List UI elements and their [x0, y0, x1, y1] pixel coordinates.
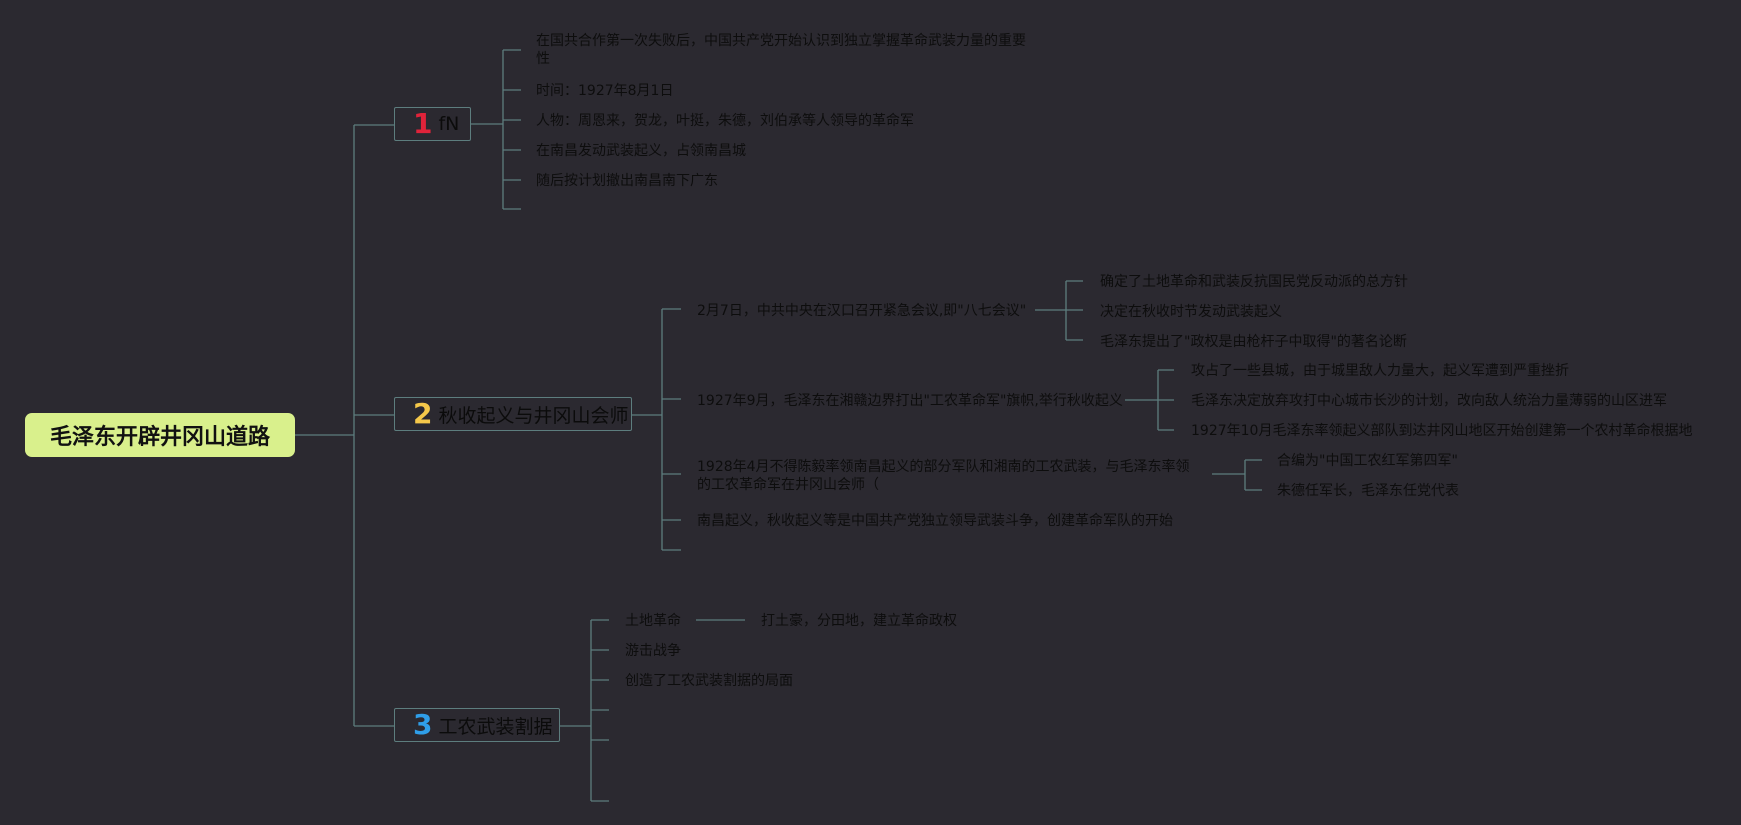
connector-b2-3 — [1212, 460, 1246, 490]
list-item[interactable]: 人物：周恩来，贺龙，叶挺，朱德，刘伯承等人领导的革命军 — [536, 113, 914, 129]
list-item[interactable]: 攻占了一些县城，由于城里敌人力量大，起义军遭到严重挫折 — [1191, 363, 1569, 379]
list-item[interactable]: 1927年10月毛泽东率领起义部队到达井冈山地区开始创建第一个农村革命根据地 — [1191, 423, 1693, 439]
branch-node-3[interactable]: 3 工农武装割据 — [394, 708, 560, 742]
list-item[interactable]: 决定在秋收时节发动武装起义 — [1100, 304, 1282, 320]
list-item[interactable]: 土地革命 — [625, 613, 681, 629]
connector-b1-ticks — [503, 49, 521, 210]
root-node[interactable]: 毛泽东开辟井冈山道路 — [25, 413, 295, 457]
list-item[interactable]: 毛泽东提出了"政权是由枪杆子中取得"的著名论断 — [1100, 334, 1407, 350]
list-item[interactable]: 在南昌发动武装起义，占领南昌城 — [536, 143, 746, 159]
connector-b2-1-ticks — [1066, 280, 1083, 341]
connector-b2 — [632, 309, 663, 550]
list-item[interactable]: 确定了土地革命和武装反抗国民党反动派的总方针 — [1100, 274, 1408, 290]
branch-number-1: 1 — [413, 107, 433, 140]
branch-node-2[interactable]: 2 秋收起义与井冈山会师 — [394, 397, 632, 431]
list-item[interactable]: 游击战争 — [625, 643, 681, 659]
branch-number-3: 3 — [413, 708, 433, 741]
branch-label-1: fN — [438, 113, 460, 135]
branch-number-2: 2 — [413, 397, 433, 430]
connector-b1 — [470, 50, 504, 209]
list-item[interactable]: 创造了工农武装割据的局面 — [625, 673, 793, 689]
root-label: 毛泽东开辟井冈山道路 — [49, 425, 270, 450]
list-item[interactable]: 2月7日，中共中央在汉口召开紧急会议,即"八七会议" — [697, 303, 1027, 319]
branch-label-3: 工农武装割据 — [438, 715, 553, 738]
list-item[interactable]: 打土豪，分田地，建立革命政权 — [761, 613, 957, 629]
branch-label-2: 秋收起义与井冈山会师 — [438, 404, 629, 427]
connector-b3-ticks — [591, 619, 609, 802]
connector-b3 — [560, 620, 592, 801]
list-item[interactable]: 合编为"中国工农红军第四军" — [1277, 453, 1458, 469]
list-item[interactable]: 朱德任军长，毛泽东任党代表 — [1277, 483, 1459, 499]
list-item[interactable]: 随后按计划撤出南昌南下广东 — [536, 173, 718, 189]
connector-b2-2-ticks — [1158, 369, 1174, 431]
list-item[interactable]: 南昌起义，秋收起义等是中国共产党独立领导武装斗争，创建革命军队的开始 — [697, 513, 1173, 529]
connector-b2-2 — [1125, 370, 1159, 430]
list-item[interactable]: 1927年9月，毛泽东在湘赣边界打出"工农革命军"旗帜,举行秋收起义 — [697, 393, 1123, 409]
connector-b2-ticks — [662, 308, 681, 551]
list-item[interactable]: 1928年4月不得陈毅率领南昌起义的部分军队和湘南的工农武装，与毛泽东率领的工农… — [697, 459, 1190, 493]
branch-node-1[interactable]: 1 fN — [394, 107, 471, 141]
list-item[interactable]: 毛泽东决定放弃攻打中心城市长沙的计划，改向敌人统治力量薄弱的山区进军 — [1191, 393, 1667, 409]
list-item[interactable]: 时间：1927年8月1日 — [536, 83, 674, 99]
connector-b2-3-ticks — [1245, 459, 1262, 491]
connector-b2-1 — [1035, 281, 1067, 340]
list-item[interactable]: 在国共合作第一次失败后，中国共产党开始认识到独立掌握革命武装力量的重要性 — [536, 33, 1026, 67]
